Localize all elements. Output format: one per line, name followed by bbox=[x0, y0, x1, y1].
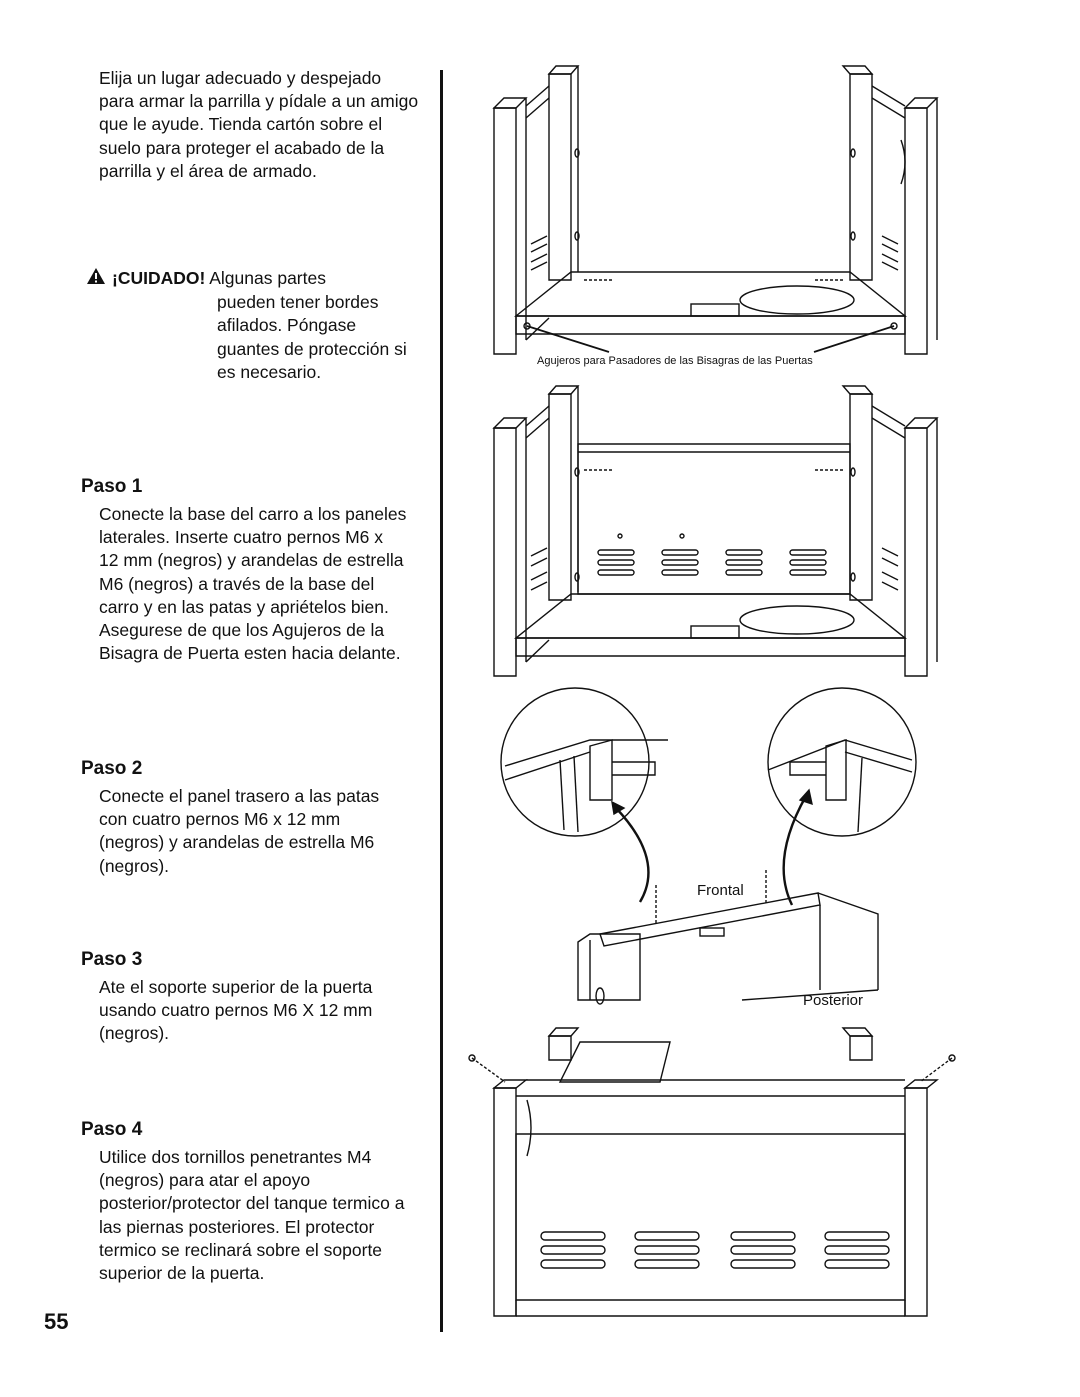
step-1-title: Paso 1 bbox=[81, 476, 143, 497]
figure-heat-shield bbox=[468, 1027, 956, 1317]
label-rear: Posterior bbox=[803, 992, 864, 1009]
step-4-title: Paso 4 bbox=[81, 1119, 143, 1140]
hinge-holes-caption: Agujeros para Pasadores de las Bisagras … bbox=[537, 355, 813, 367]
caution-text: pueden tener bordes afilados. Póngase gu… bbox=[217, 292, 407, 382]
column-divider bbox=[440, 70, 443, 1332]
caution-note: ¡CUIDADO! Algunas partes pueden tener bo… bbox=[86, 267, 416, 384]
step-3-body: Ate el soporte superior de la puerta usa… bbox=[99, 977, 373, 1044]
step-2-body: Conecte el panel trasero a las patas con… bbox=[99, 786, 380, 876]
figure-cart-back-panel bbox=[492, 385, 939, 677]
label-front: Frontal bbox=[697, 882, 744, 899]
intro-paragraph: Elija un lugar adecuado y despejado para… bbox=[99, 68, 419, 181]
step-4-body: Utilice dos tornillos penetrantes M4 (ne… bbox=[99, 1147, 405, 1284]
step-3-title: Paso 3 bbox=[81, 949, 143, 970]
figure-cart-base-open bbox=[492, 65, 939, 355]
caution-first-line: Algunas partes bbox=[209, 268, 326, 288]
step-2-title: Paso 2 bbox=[81, 758, 143, 779]
warning-triangle-icon bbox=[86, 267, 106, 291]
caution-lead: ¡CUIDADO! bbox=[112, 268, 206, 288]
step-1-body: Conecte la base del carro a los paneles … bbox=[99, 504, 407, 664]
figure-door-support-detail bbox=[500, 687, 917, 1005]
page-number: 55 bbox=[44, 1309, 69, 1334]
